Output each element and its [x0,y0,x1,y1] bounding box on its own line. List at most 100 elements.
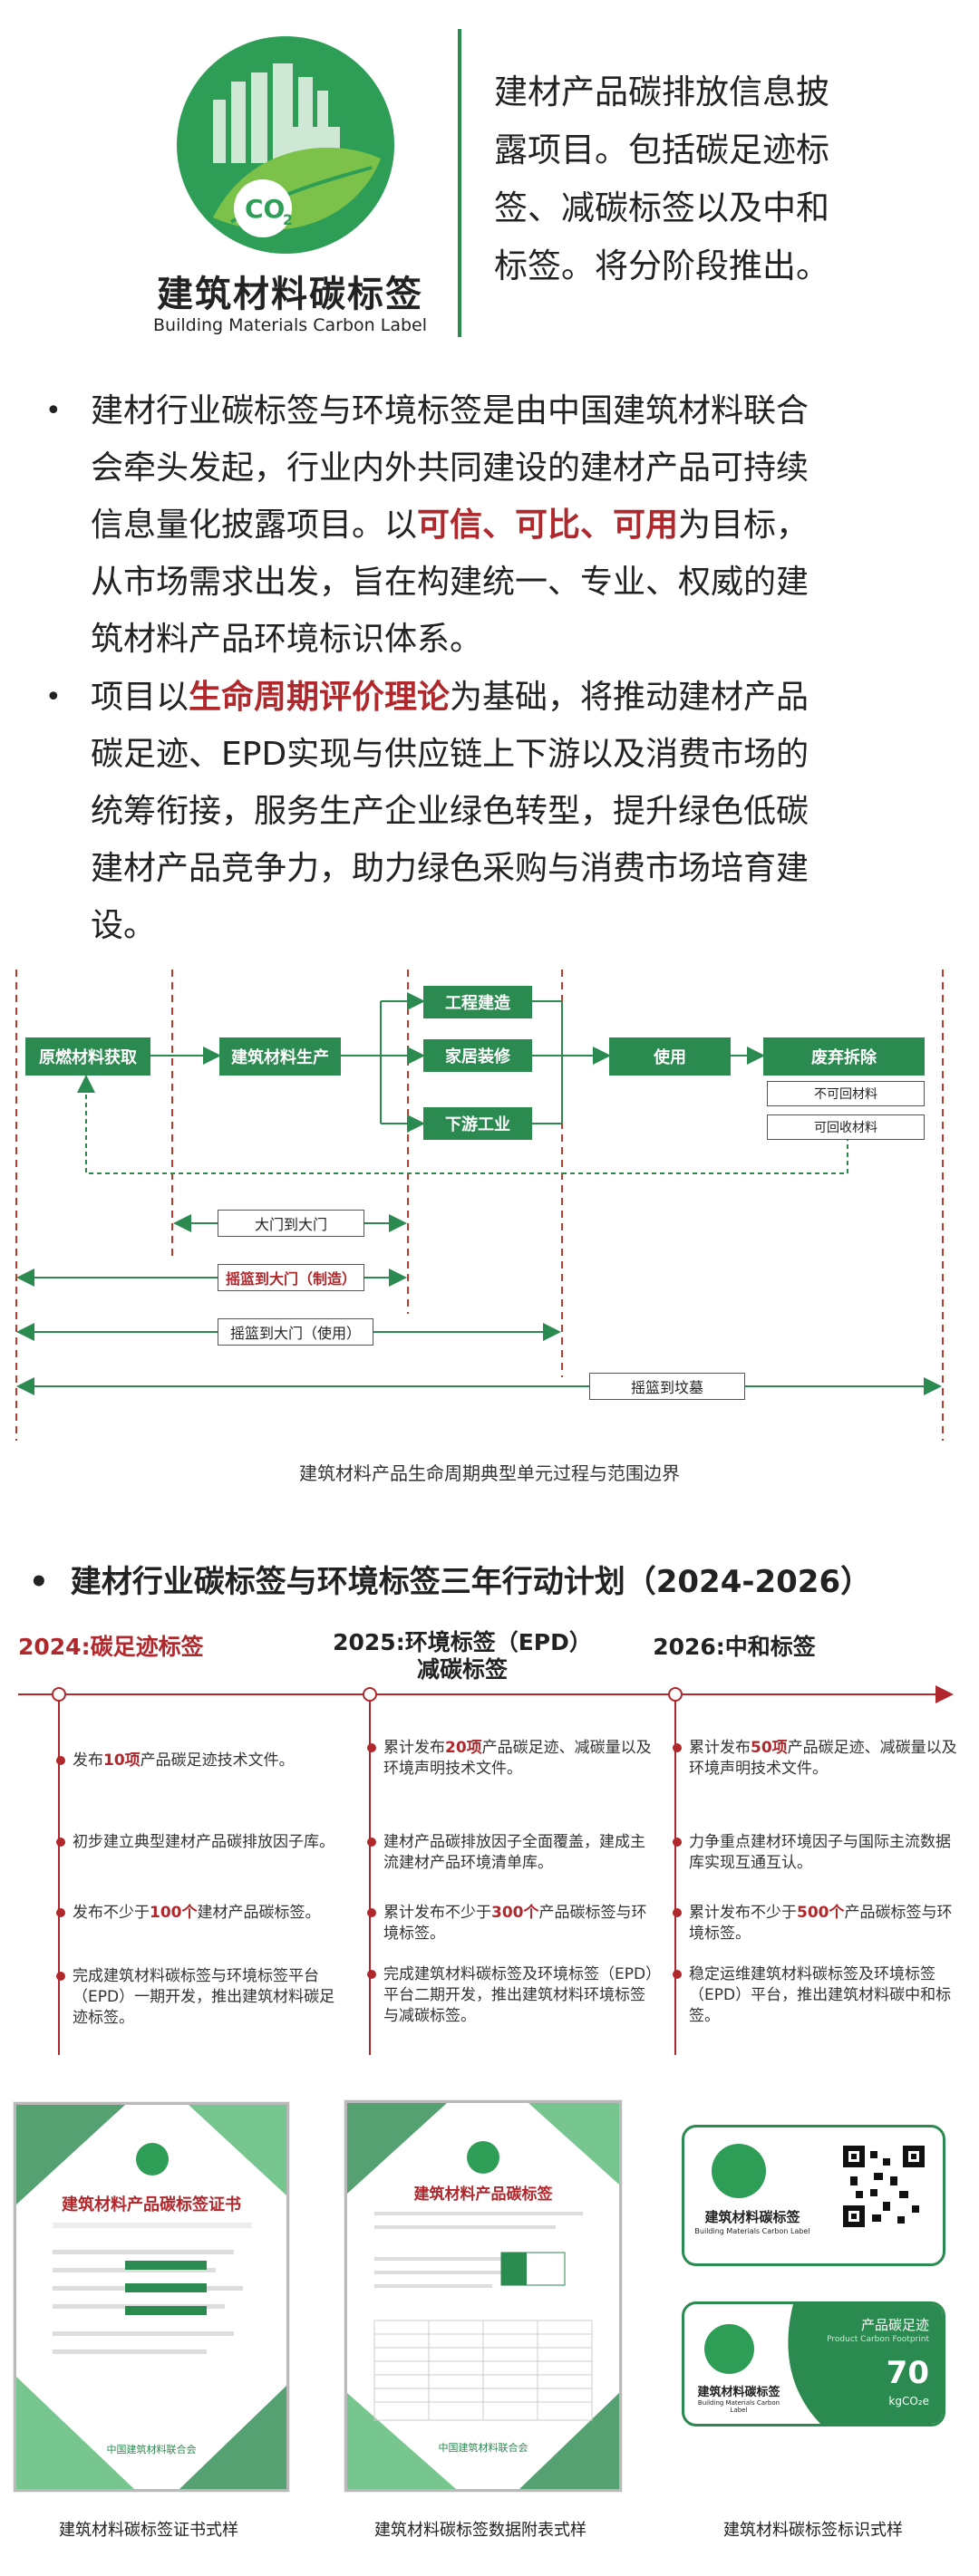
plan-item: 力争重点建材环境因子与国际主流数据库实现互通互认。 [673,1832,961,1874]
footprint-value: 70 [886,2355,929,2391]
label-card-footprint: 建筑材料碳标签 Building Materials Carbon Label … [682,2301,945,2426]
bullet-text: 建材行业碳标签与环境标签是由中国建筑材料联合会牵头发起，行业内外共同建设的建材产… [91,392,809,658]
stage-production: 建筑材料生产 [219,1037,341,1076]
highlight-text: 生命周期评价理论 [189,679,451,716]
plan-item-dot-icon [367,1970,376,1979]
plan-item-text: 完成建筑材料碳标签及环境标签（EPD）平台二期开发，推出建筑材料环境标签与减碳标… [383,1965,654,2025]
plan-item: 累计发布不少于500个产品碳标签与环境标签。 [673,1903,961,1944]
plan-item: 发布不少于100个建材产品碳标签。 [56,1903,344,1924]
lifecycle-connectors [15,970,944,1441]
bullet-dot-icon: • [45,395,62,427]
plan-item-dot-icon [367,1908,376,1917]
lifecycle-diagram: 原燃材料获取 建筑材料生产 工程建造 家居装修 下游工业 使用 废弃拆除 不可回… [0,951,979,1495]
certificate-caption: 建筑材料碳标签证书式样 [59,2521,238,2540]
footprint-logo-icon [704,2324,754,2374]
scope-cradle-to-gate-use: 摇篮到大门（使用） [218,1318,373,1346]
label-card-footprint-bg [788,2304,943,2424]
plan-item: 累计发布不少于300个产品碳标签与环境标签。 [367,1903,655,1944]
stage-engineering: 工程建造 [423,986,532,1018]
plan-item-text: 产品碳标签与环境标签。 [383,1904,647,1943]
footprint-card-subtitle: Building Materials Carbon Label [697,2399,780,2414]
plan-item-text: 完成建筑材料碳标签与环境标签平台（EPD）一期开发，推出建筑材料碳足迹标签。 [73,1967,335,2027]
plan-item-highlight: 50项 [751,1739,788,1757]
data-sheet-title: 建筑材料产品碳标签 [413,2185,553,2204]
plan-item: 发布10项产品碳足迹技术文件。 [56,1751,344,1771]
plan-item-dot-icon [673,1908,682,1917]
plan-item-text: 产品碳标签与环境标签。 [689,1904,953,1943]
footprint-card-title: 建筑材料碳标签 [697,2386,780,2399]
year-2024-label: 2024:碳足迹标签 [18,1634,204,1660]
plan-item-dot-icon [673,1970,682,1979]
plan-title-text: 建材行业碳标签与环境标签三年行动计划（2024-2026） [70,1564,872,1600]
footprint-label-en: Product Carbon Footprint [827,2335,929,2344]
plan-item-text: 累计发布不少于 [689,1904,797,1922]
scope-cradle-to-grave: 摇篮到坟墓 [589,1373,745,1400]
plan-item: 完成建筑材料碳标签与环境标签平台（EPD）一期开发，推出建筑材料碳足迹标签。 [56,1966,344,2029]
plan-item-text: 稳定运维建筑材料碳标签及环境标签（EPD）平台，推出建筑材料碳中和标签。 [689,1965,952,2025]
certificate-issuer: 中国建筑材料联合会 [106,2444,197,2455]
stage-raw-materials: 原燃材料获取 [25,1037,150,1076]
plan-item: 建材产品碳排放因子全面覆盖，建成主流建材产品环境清单库。 [367,1832,655,1874]
plan-item: 初步建立典型建材产品碳排放因子库。 [56,1832,344,1853]
plan-item-dot-icon [673,1743,682,1752]
plan-item-text: 发布 [73,1751,103,1770]
certificate-sample: 建筑材料产品碳标签证书 中国建筑材料联合会 [14,2102,289,2492]
plan-item-highlight: 300个 [491,1904,539,1922]
label-card-title: 建筑材料碳标签 [704,2209,800,2225]
carbon-label-logo: CO 2 建筑材料碳标签 Building Materials Carbon L… [136,27,444,344]
body-text: 项目以 [91,679,189,716]
plan-item-dot-icon [56,1756,65,1765]
stage-downstream: 下游工业 [423,1107,532,1140]
label-card-qr: 建筑材料碳标签 Building Materials Carbon Label [682,2125,945,2266]
bullet-text: 项目以生命周期评价理论为基础，将推动建材产品碳足迹、EPD实现与供应链上下游以及… [91,679,809,944]
plan-title: • 建材行业碳标签与环境标签三年行动计划（2024-2026） [29,1557,972,1601]
header-description: 建材产品碳排放信息披露项目。包括碳足迹标签、减碳标签以及中和标签。将分阶段推出。 [494,72,829,285]
plan-item-dot-icon [56,1908,65,1917]
data-sheet-caption: 建筑材料碳标签数据附表式样 [374,2521,586,2540]
plan-bullet-icon: • [29,1564,49,1600]
stage-disposal: 废弃拆除 [763,1037,925,1076]
plan-item-text: 累计发布 [689,1739,751,1757]
plan-item-text: 产品碳足迹、减碳量以及环境声明技术文件。 [383,1739,652,1778]
label-card-subtitle: Building Materials Carbon Label [694,2227,810,2235]
plan-item: 完成建筑材料碳标签及环境标签（EPD）平台二期开发，推出建筑材料环境标签与减碳标… [367,1964,655,2027]
plan-item-highlight: 100个 [150,1904,198,1922]
plan-item-text: 力争重点建材环境因子与国际主流数据库实现互通互认。 [689,1833,951,1872]
body-text: 建材行业碳标签与环境标签是由中国建筑材料联合会牵头发起，行业内外共同建设的建材产… [91,392,809,544]
svg-text:2: 2 [283,211,293,228]
plan-item-dot-icon [56,1838,65,1847]
year-2026-label: 2026:中和标签 [653,1634,816,1660]
plan-item-dot-icon [367,1838,376,1847]
plan-item-highlight: 10项 [103,1751,141,1770]
disposal-non-recyclable: 不可回材料 [767,1081,925,1106]
plan-item-highlight: 500个 [797,1904,845,1922]
lifecycle-caption: 建筑材料产品生命周期典型单元过程与范围边界 [299,1462,680,1484]
plan-item: 稳定运维建筑材料碳标签及环境标签（EPD）平台，推出建筑材料碳中和标签。 [673,1964,961,2027]
certificate-decoration [16,2105,286,2489]
certificate-title: 建筑材料产品碳标签证书 [62,2195,241,2214]
logo-title: 建筑材料碳标签 [157,274,423,315]
plan-item-text: 累计发布 [383,1739,445,1757]
data-sheet-issuer: 中国建筑材料联合会 [438,2442,528,2454]
plan-item-text: 建材产品碳标签。 [197,1904,321,1922]
logo-subtitle: Building Materials Carbon Label [153,315,427,335]
footprint-unit: kgCO₂e [888,2395,929,2407]
label-card-logo-icon [712,2144,766,2198]
highlight-text: 可信、可比、可用 [417,507,679,544]
plan-item: 累计发布50项产品碳足迹、减碳量以及环境声明技术文件。 [673,1738,961,1780]
plan-item: 累计发布20项产品碳足迹、减碳量以及环境声明技术文件。 [367,1738,655,1780]
plan-item-text: 初步建立典型建材产品碳排放因子库。 [73,1833,334,1851]
body-text: 为基础，将推动建材产品碳足迹、EPD实现与供应链上下游以及消费市场的统筹衔接，服… [91,679,809,944]
plan-item-text: 累计发布不少于 [383,1904,491,1922]
header-divider [458,29,461,337]
methodology-bullet: • 项目以生命周期评价理论为基础，将推动建材产品碳足迹、EPD实现与供应链上下游… [45,669,834,954]
intro-bullet: • 建材行业碳标签与环境标签是由中国建筑材料联合会牵头发起，行业内外共同建设的建… [45,382,834,668]
disposal-recyclable: 可回收材料 [767,1114,925,1140]
plan-item-text: 产品碳足迹技术文件。 [140,1751,295,1770]
qr-code-icon [843,2146,925,2227]
logo-emblem: CO 2 [177,36,394,254]
plan-item-dot-icon [367,1743,376,1752]
data-sheet-sample: 建筑材料产品碳标签 中国建筑材料联合会 [344,2100,622,2492]
bullet-dot-icon: • [45,681,62,713]
scope-gate-to-gate: 大门到大门 [218,1210,364,1237]
